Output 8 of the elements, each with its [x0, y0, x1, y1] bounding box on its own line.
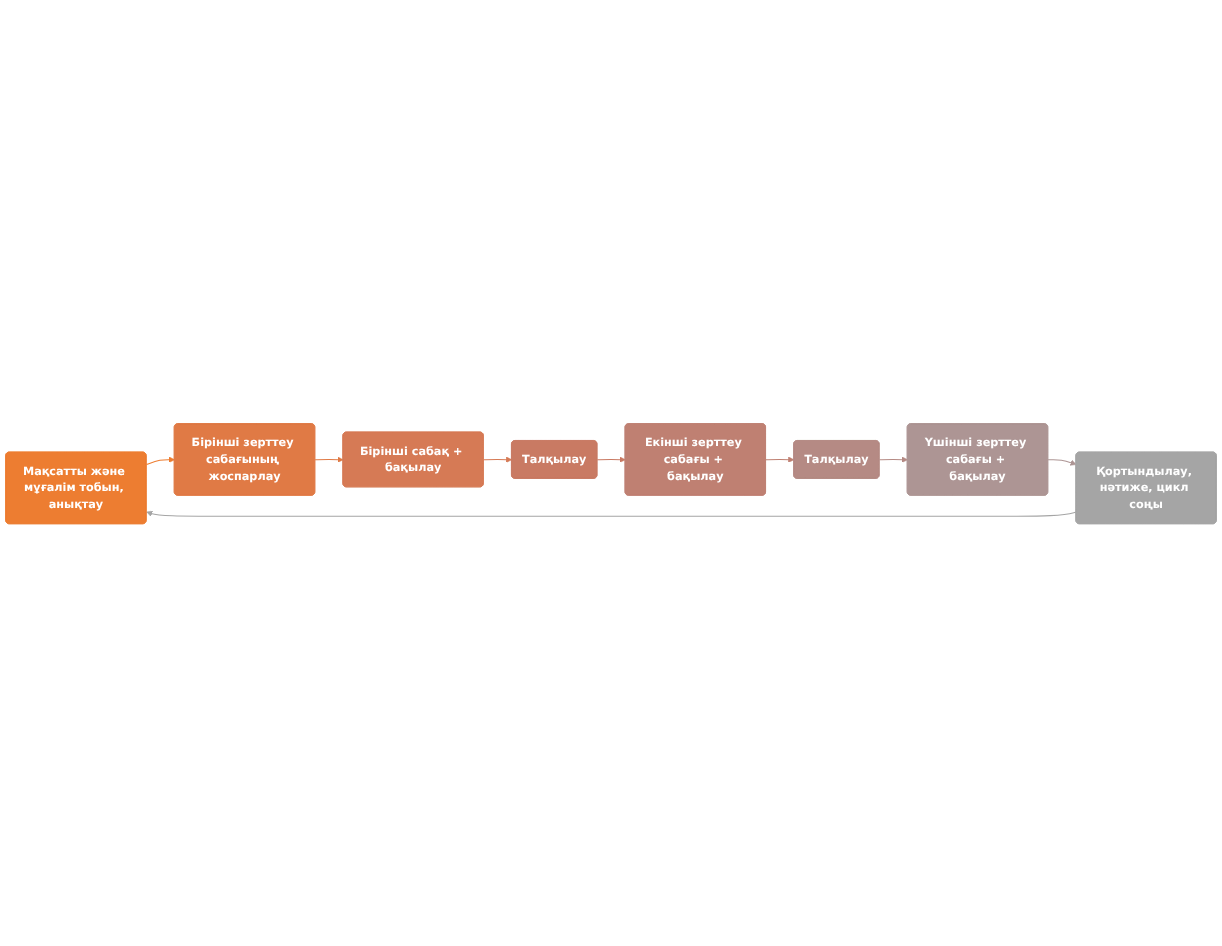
arrow — [1047, 458, 1077, 465]
arrow — [765, 455, 795, 463]
arrow — [146, 510, 1077, 517]
arrow — [146, 455, 175, 465]
arrow — [596, 455, 626, 463]
arrow — [314, 455, 344, 463]
arrow — [483, 455, 513, 463]
arrow — [878, 455, 908, 463]
